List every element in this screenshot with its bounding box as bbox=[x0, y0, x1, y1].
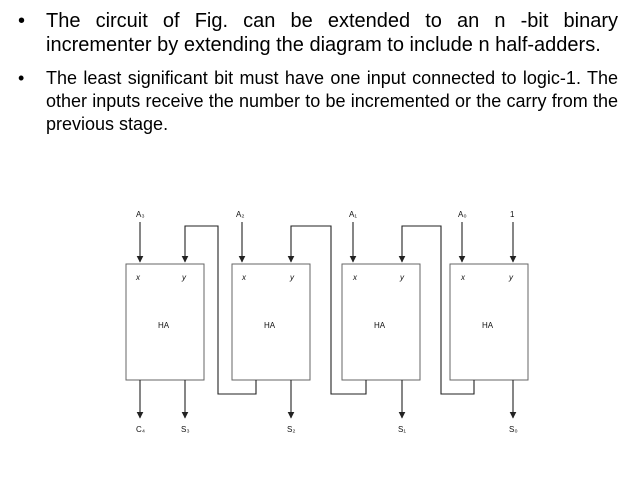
output-label-c4: C₄ bbox=[136, 425, 145, 434]
input-label-a3: A₃ bbox=[136, 210, 145, 219]
output-label-s3: S₃ bbox=[181, 425, 190, 434]
port-y-1: y bbox=[399, 273, 405, 282]
output-label-s0: S₀ bbox=[509, 425, 518, 434]
half-adder-block-3 bbox=[125, 263, 205, 381]
bullet-text-2: The least significant bit must have one … bbox=[46, 68, 618, 134]
port-x-3: x bbox=[135, 273, 141, 282]
port-y-3: y bbox=[181, 273, 187, 282]
half-adder-block-2 bbox=[231, 263, 311, 381]
bullet-item-1: • The circuit of Fig. can be extended to… bbox=[18, 10, 618, 57]
half-adder-block-0 bbox=[449, 263, 529, 381]
ha-label-0: HA bbox=[482, 321, 494, 330]
bullet-marker: • bbox=[18, 68, 25, 88]
ha-label-3: HA bbox=[158, 321, 170, 330]
half-adder-block-1 bbox=[341, 263, 421, 381]
ha-label-2: HA bbox=[264, 321, 276, 330]
wire-carry-0-to-1 bbox=[398, 225, 475, 395]
ha-label-1: HA bbox=[374, 321, 386, 330]
output-label-s1: S₁ bbox=[398, 425, 406, 434]
bullet-marker: • bbox=[18, 10, 26, 32]
port-x-0: x bbox=[460, 273, 466, 282]
wire-carry-2-to-3 bbox=[181, 225, 257, 395]
input-label-logic-1: 1 bbox=[510, 210, 515, 219]
input-label-a1: A₁ bbox=[349, 210, 357, 219]
port-x-1: x bbox=[352, 273, 358, 282]
bullet-list: • The circuit of Fig. can be extended to… bbox=[18, 10, 618, 136]
wire-carry-1-to-2 bbox=[287, 225, 367, 395]
bullet-text-1: The circuit of Fig. can be extended to a… bbox=[46, 10, 618, 56]
input-label-a0: A₀ bbox=[458, 210, 467, 219]
bullet-item-2: • The least significant bit must have on… bbox=[18, 67, 618, 136]
output-label-s2: S₂ bbox=[287, 425, 295, 434]
input-label-a2: A₂ bbox=[236, 210, 244, 219]
port-y-0: y bbox=[508, 273, 514, 282]
port-x-2: x bbox=[241, 273, 247, 282]
port-y-2: y bbox=[289, 273, 295, 282]
